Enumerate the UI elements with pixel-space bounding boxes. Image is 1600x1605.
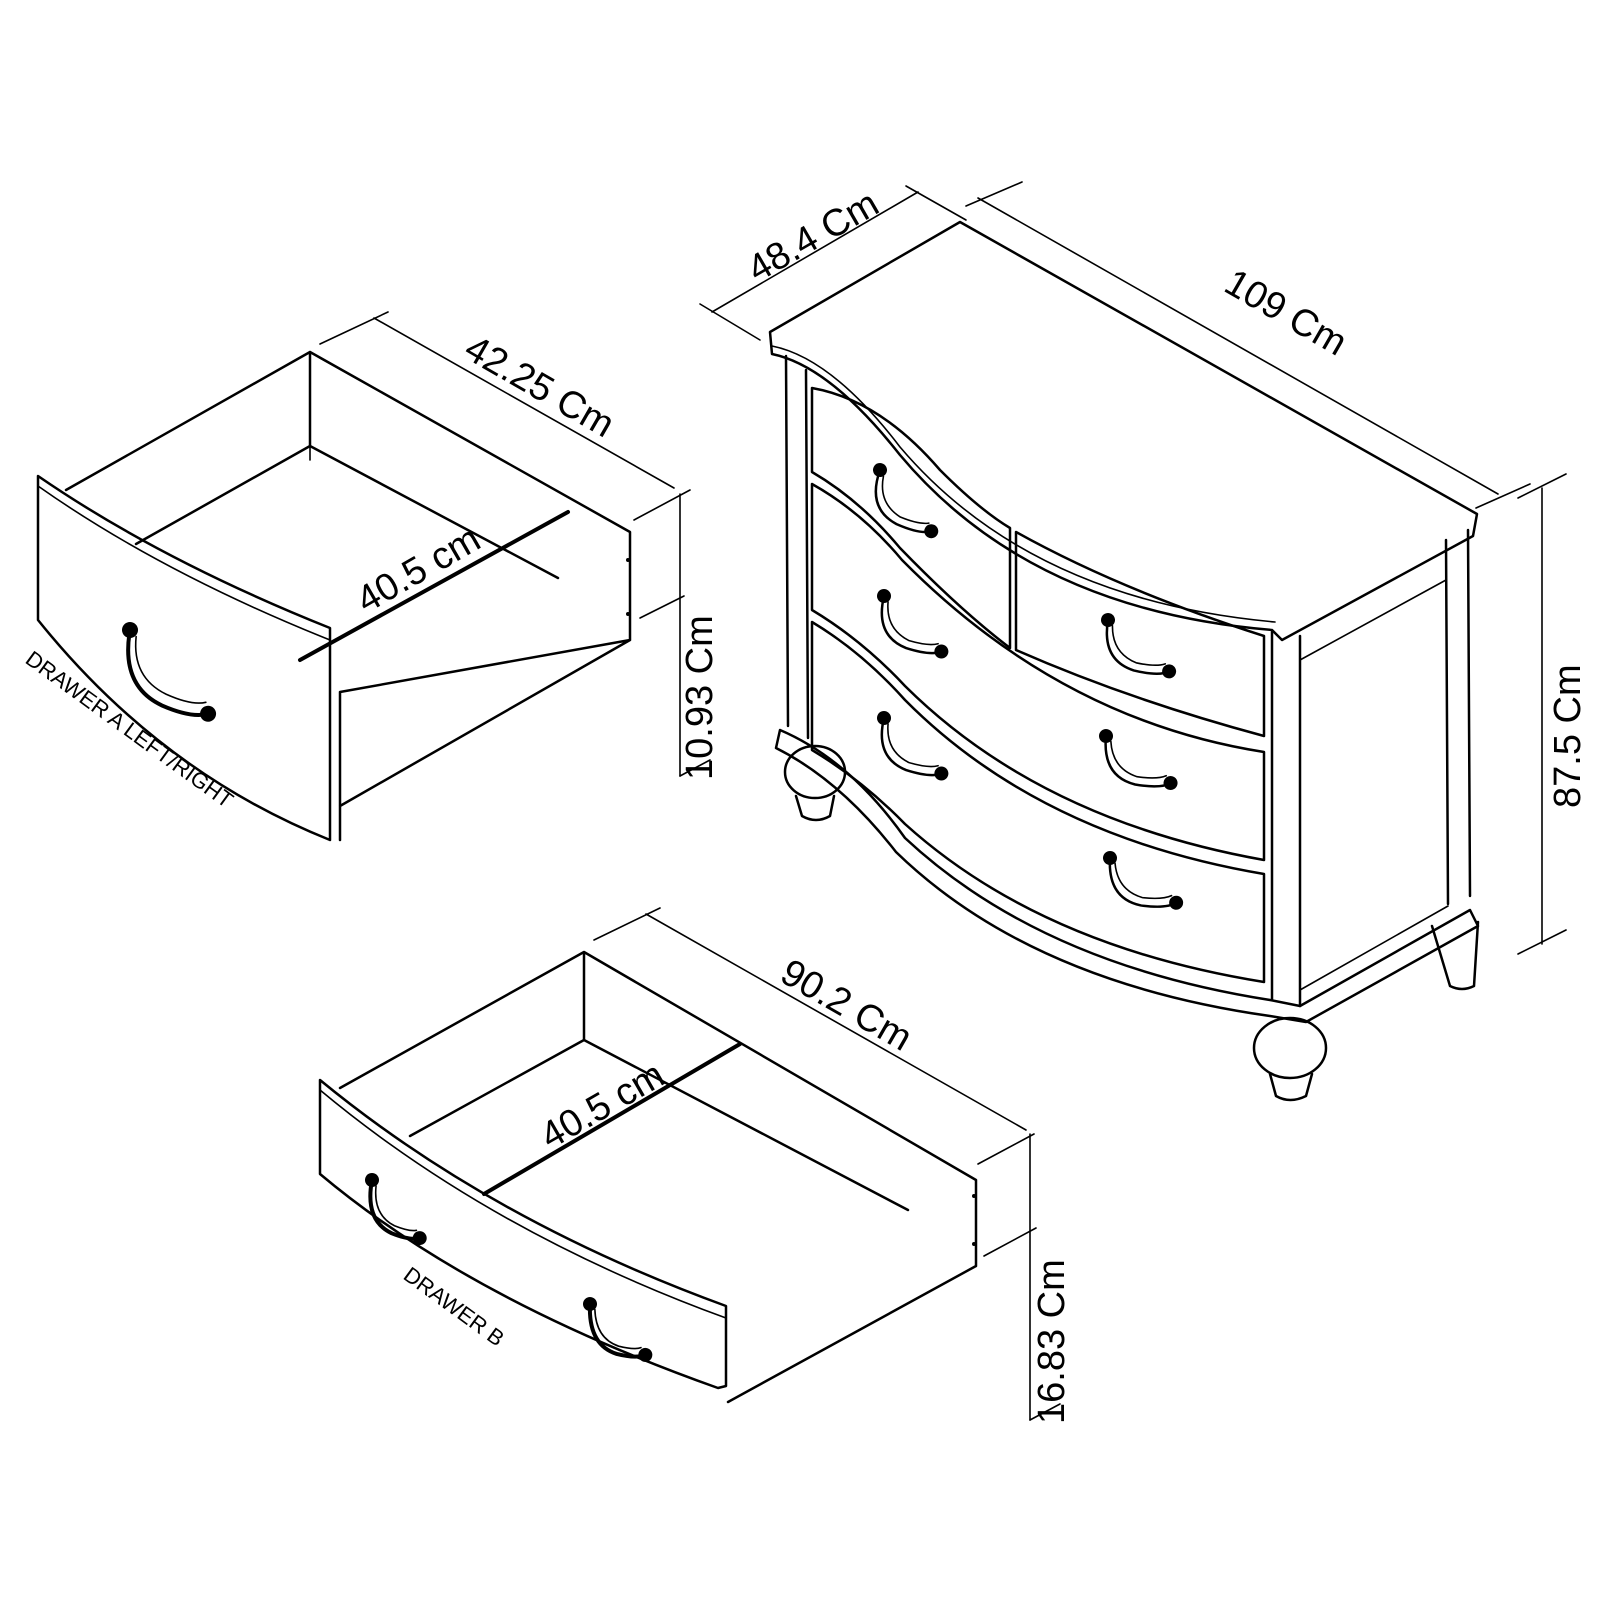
chest-top [768,220,1479,642]
chest-foot-front-right [1252,1016,1328,1102]
drawer-b: 40.5 cm 90.2 Cm 16.83 Cm DRAWER B [318,907,1073,1424]
chest-depth-dimension: 48.4 Cm [699,183,967,341]
chest-drawer-middle [810,482,1266,862]
chest-plinth [774,728,1480,1024]
drawer-a-height-label: 10.93 Cm [679,615,721,780]
chest-drawer-bottom [810,620,1266,984]
drawer-b-width-dimension: 90.2 Cm [593,907,1035,1165]
drawer-b-front [318,1078,728,1390]
chest-handle-1 [873,463,939,539]
drawer-a-depth-dimension: 42.25 Cm [319,311,691,521]
drawer-b-caption: DRAWER B [399,1262,509,1351]
chest-handle-3 [1101,613,1177,679]
drawer-a-inner-dimension: 40.5 cm [298,510,570,662]
chest-back-post [1444,528,1472,906]
drawer-a: 40.5 cm 42.25 Cm 10.93 Cm DRAWER A LEFT/… [21,311,721,842]
drawer-b-height-label: 16.83 Cm [1031,1259,1073,1424]
chest-width-dimension: 109 Cm [965,181,1531,509]
drawer-b-height-dimension: 16.83 Cm [983,1133,1073,1424]
drawer-a-depth-label: 42.25 Cm [458,327,622,446]
drawer-b-handle-right [583,1297,653,1362]
drawer-b-width-label: 90.2 Cm [774,951,919,1059]
chest-foot-front-left [783,744,847,822]
drawer-a-box [64,350,632,842]
chest-width-label: 109 Cm [1218,261,1354,364]
drawer-a-height-dimension: 10.93 Cm [639,493,721,780]
chest-handle-4 [877,711,949,781]
drawer-b-handle-left [365,1173,427,1246]
chest-handle-5 [1099,729,1178,791]
chest-handle-2 [877,589,949,659]
chest-side-panel [1299,579,1449,991]
chest-foot-back-right [1430,920,1480,991]
chest-of-drawers: 48.4 Cm 109 Cm 87.5 Cm [699,181,1589,1102]
chest-height-label: 87.5 Cm [1547,664,1589,808]
chest-depth-label: 48.4 Cm [741,183,886,291]
chest-handle-6 [1103,851,1184,910]
drawer-b-inner-label: 40.5 cm [534,1054,672,1158]
drawer-b-inner-dimension: 40.5 cm [482,1042,742,1196]
chest-right-post [1270,630,1302,1008]
chest-left-post [784,354,810,740]
chest-drawer-top-left [810,386,1012,650]
chest-drawer-top-right [1014,530,1266,738]
drawer-a-handle [122,622,217,722]
chest-top-edge [771,345,1276,623]
chest-height-dimension: 87.5 Cm [1517,473,1589,955]
drawer-a-front [36,474,332,842]
